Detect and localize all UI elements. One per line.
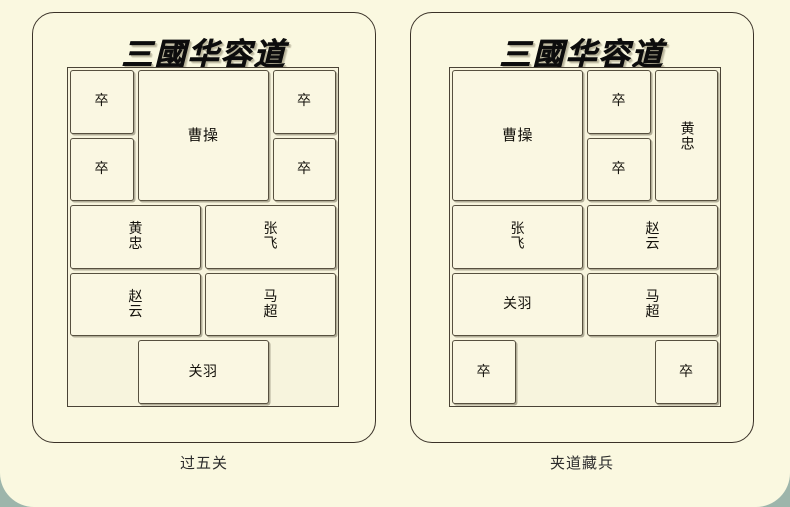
tile-soldier-2[interactable]: 卒 bbox=[272, 70, 336, 134]
tile-label-char: 云 bbox=[128, 303, 143, 320]
board-title-right: 三國华容道 bbox=[499, 37, 665, 73]
tile-huangzhong[interactable]: 黄忠 bbox=[70, 205, 201, 269]
board-title-left: 三國华容道 bbox=[121, 37, 287, 73]
tile-label-char: 张 bbox=[263, 221, 278, 238]
tile-label-char: 飞 bbox=[510, 235, 525, 252]
tile-label: 曹操 bbox=[187, 125, 219, 144]
puzzle-card-jia-dao-cang-bing: 三國华容道 曹操卒黄忠卒张飞赵云关羽马超卒卒 bbox=[410, 12, 754, 443]
tile-label: 卒 bbox=[94, 93, 109, 110]
tile-label-char: 赵 bbox=[645, 221, 660, 238]
tile-label: 卒 bbox=[297, 93, 312, 110]
tile-label-char: 超 bbox=[645, 303, 660, 320]
tile-label: 卒 bbox=[611, 93, 626, 110]
puzzle-card-guo-wu-guan: 三國华容道 卒曹操卒卒卒黄忠张飞赵云马超关羽 bbox=[32, 12, 376, 443]
tile-label: 卒 bbox=[679, 363, 694, 380]
tile-label-char: 飞 bbox=[263, 235, 278, 252]
tile-soldier-3[interactable]: 卒 bbox=[70, 137, 134, 202]
tile-label-char: 忠 bbox=[128, 235, 143, 252]
tile-label-char: 赵 bbox=[128, 288, 143, 305]
tile-soldier-4[interactable]: 卒 bbox=[272, 137, 336, 202]
puzzle-board-container: 三國华容道 卒曹操卒卒卒黄忠张飞赵云马超关羽 过五关 三國华容道 曹操卒黄忠卒张… bbox=[32, 12, 754, 472]
tile-empty-1 bbox=[70, 340, 134, 404]
tile-label: 黄忠 bbox=[678, 120, 695, 151]
tile-empty-2 bbox=[273, 340, 337, 404]
tile-label: 曹操 bbox=[501, 125, 533, 144]
board-grid-right[interactable]: 曹操卒黄忠卒张飞赵云关羽马超卒卒 bbox=[449, 67, 721, 407]
board-grid-left[interactable]: 卒曹操卒卒卒黄忠张飞赵云马超关羽 bbox=[67, 67, 339, 407]
tile-zhaoyun[interactable]: 赵云 bbox=[70, 272, 201, 337]
tile-soldier-3[interactable]: 卒 bbox=[452, 340, 516, 404]
tile-label-char: 黄 bbox=[128, 221, 143, 238]
tile-guanyu[interactable]: 关羽 bbox=[452, 272, 583, 337]
tile-huangzhong[interactable]: 黄忠 bbox=[654, 70, 718, 202]
tile-label: 卒 bbox=[476, 363, 491, 380]
tile-label-char: 张 bbox=[510, 221, 525, 238]
tile-label-char: 云 bbox=[645, 235, 660, 252]
tile-label-char: 马 bbox=[645, 288, 660, 305]
tile-label: 卒 bbox=[297, 161, 312, 178]
tile-caocao[interactable]: 曹操 bbox=[452, 70, 583, 202]
tile-label: 卒 bbox=[94, 161, 109, 178]
tile-zhaoyun[interactable]: 赵云 bbox=[587, 205, 718, 269]
tile-soldier-1[interactable]: 卒 bbox=[70, 70, 134, 134]
tile-zhangfei[interactable]: 张飞 bbox=[452, 205, 583, 269]
tile-label: 关羽 bbox=[503, 296, 532, 313]
board-caption-right: 夹道藏兵 bbox=[549, 454, 614, 472]
tile-label-char: 马 bbox=[263, 288, 278, 305]
tile-soldier-1[interactable]: 卒 bbox=[587, 70, 651, 134]
tile-guanyu[interactable]: 关羽 bbox=[137, 340, 269, 404]
tile-machao[interactable]: 马超 bbox=[205, 272, 336, 337]
tile-soldier-2[interactable]: 卒 bbox=[587, 137, 651, 202]
tile-zhangfei[interactable]: 张飞 bbox=[205, 205, 336, 269]
board-caption-left: 过五关 bbox=[179, 454, 228, 472]
tile-machao[interactable]: 马超 bbox=[587, 272, 718, 337]
board-card: 三國华容道 卒曹操卒卒卒黄忠张飞赵云马超关羽 bbox=[32, 12, 376, 443]
tile-label: 关羽 bbox=[188, 363, 218, 380]
tile-empty-1 bbox=[520, 340, 651, 404]
tile-label-char: 超 bbox=[263, 303, 278, 320]
tile-caocao[interactable]: 曹操 bbox=[137, 70, 269, 202]
tile-soldier-4[interactable]: 卒 bbox=[654, 340, 718, 404]
tile-label: 卒 bbox=[611, 161, 626, 178]
board-card: 三國华容道 曹操卒黄忠卒张飞赵云关羽马超卒卒 bbox=[410, 12, 754, 443]
